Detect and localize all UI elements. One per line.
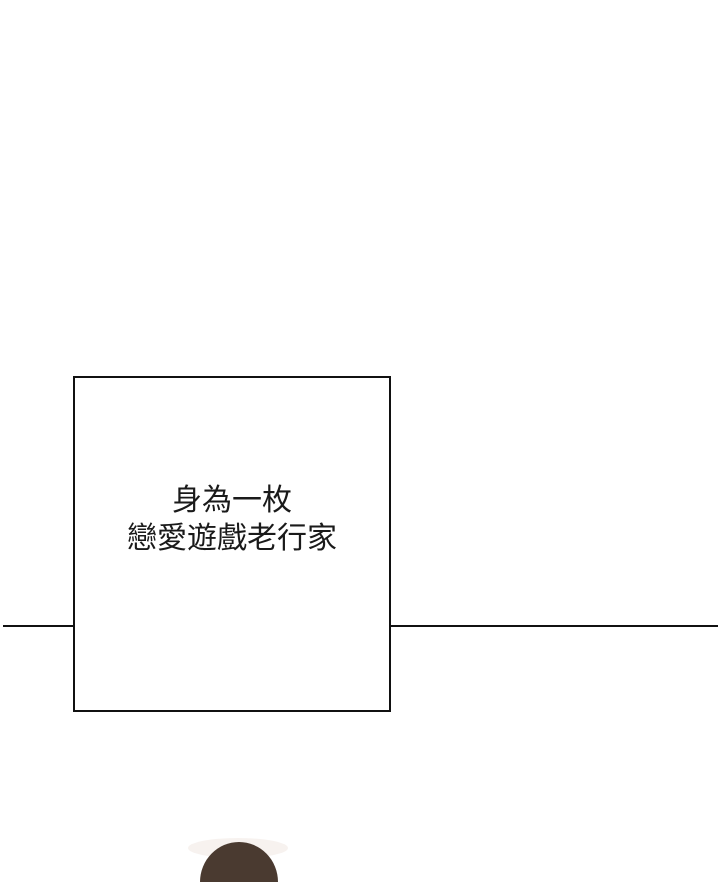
narration-text: 身為一枚 戀愛遊戲老行家 [127,482,337,558]
panel-divider-right [390,625,718,627]
panel-divider-left [3,625,75,627]
narration-caption-box: 身為一枚 戀愛遊戲老行家 [73,376,391,712]
narration-line-2: 戀愛遊戲老行家 [127,521,337,556]
narration-line-1: 身為一枚 [172,483,292,518]
